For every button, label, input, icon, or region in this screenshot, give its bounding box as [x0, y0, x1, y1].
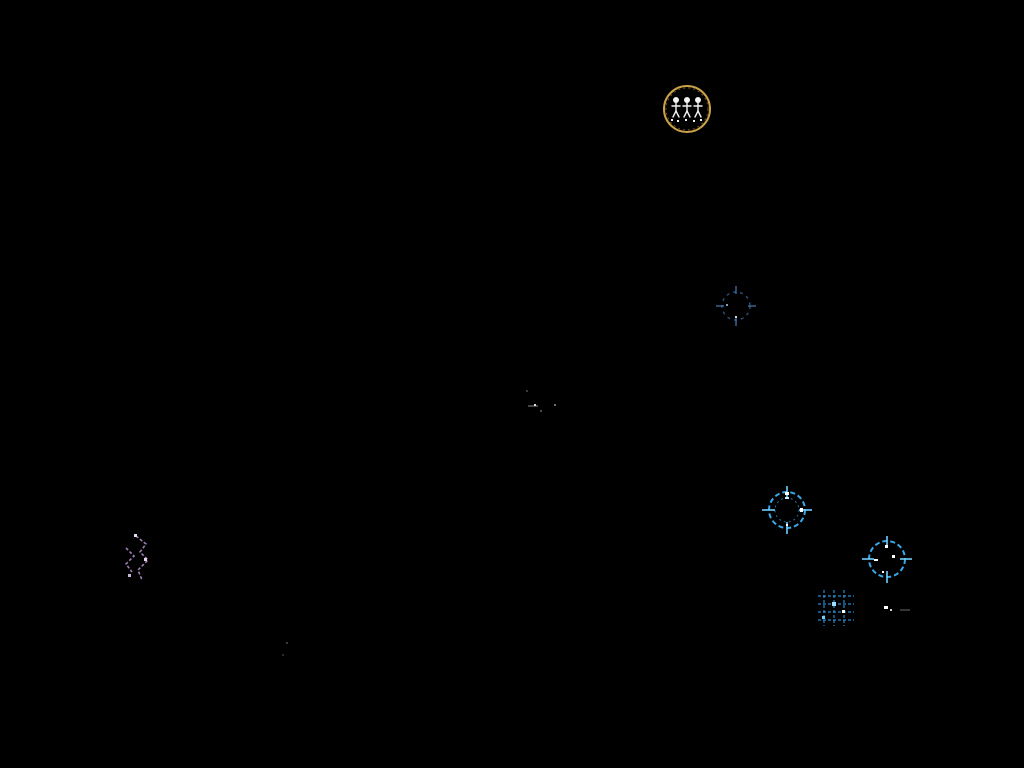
squad-badge-icon[interactable] [660, 82, 714, 136]
purple-glyph-icon[interactable] [116, 530, 158, 586]
grid-beacon-icon[interactable] [814, 586, 858, 630]
dim-reticle-icon[interactable] [712, 282, 760, 328]
faint-signal-icon[interactable] [520, 384, 562, 414]
target-reticle-icon[interactable] [760, 484, 814, 536]
speck-icon [276, 636, 300, 662]
signal-fragment-icon[interactable] [876, 598, 916, 622]
target-reticle-icon[interactable] [860, 535, 914, 585]
